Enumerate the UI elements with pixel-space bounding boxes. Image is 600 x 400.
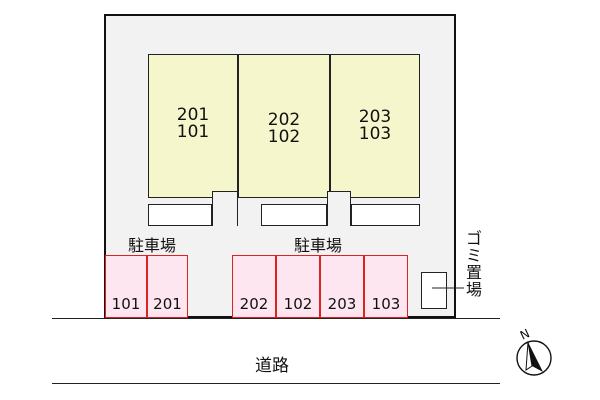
entrance-2 bbox=[327, 191, 351, 226]
road-label: 道路 bbox=[255, 356, 289, 376]
compass-icon: N bbox=[516, 326, 552, 376]
parking-space: 201 bbox=[147, 255, 188, 318]
unit-number-upper: 203 bbox=[358, 107, 392, 127]
trash-label: ゴミ置場 bbox=[465, 229, 482, 299]
unit-label-1: 201 101 bbox=[148, 107, 238, 141]
parking-space: 102 bbox=[276, 255, 320, 318]
unit-number-lower: 103 bbox=[358, 124, 392, 144]
parking-right-label: 駐車場 bbox=[293, 236, 342, 255]
trash-leader-line bbox=[432, 287, 464, 289]
parking-space: 101 bbox=[105, 255, 147, 318]
parking-space: 203 bbox=[320, 255, 364, 318]
unit-number-lower: 101 bbox=[176, 122, 210, 142]
parking-space: 103 bbox=[364, 255, 408, 318]
unit-block-3 bbox=[330, 54, 420, 198]
balcony-1 bbox=[148, 204, 212, 226]
unit-number-upper: 202 bbox=[267, 110, 301, 130]
unit-label-2: 202 102 bbox=[238, 112, 330, 146]
compass-north-label: N bbox=[518, 326, 532, 342]
road-edge-top bbox=[52, 318, 500, 319]
unit-label-3: 203 103 bbox=[330, 109, 420, 143]
balcony-2 bbox=[261, 204, 327, 226]
parking-left-label: 駐車場 bbox=[127, 236, 176, 255]
unit-block-1 bbox=[148, 54, 238, 198]
unit-block-2 bbox=[238, 54, 330, 198]
trash-area bbox=[421, 272, 447, 309]
unit-number-upper: 201 bbox=[176, 105, 210, 125]
unit-number-lower: 102 bbox=[267, 127, 301, 147]
road-edge-bottom bbox=[52, 383, 500, 384]
parking-space: 202 bbox=[232, 255, 276, 318]
balcony-3 bbox=[351, 204, 420, 226]
entrance-1 bbox=[212, 191, 238, 226]
